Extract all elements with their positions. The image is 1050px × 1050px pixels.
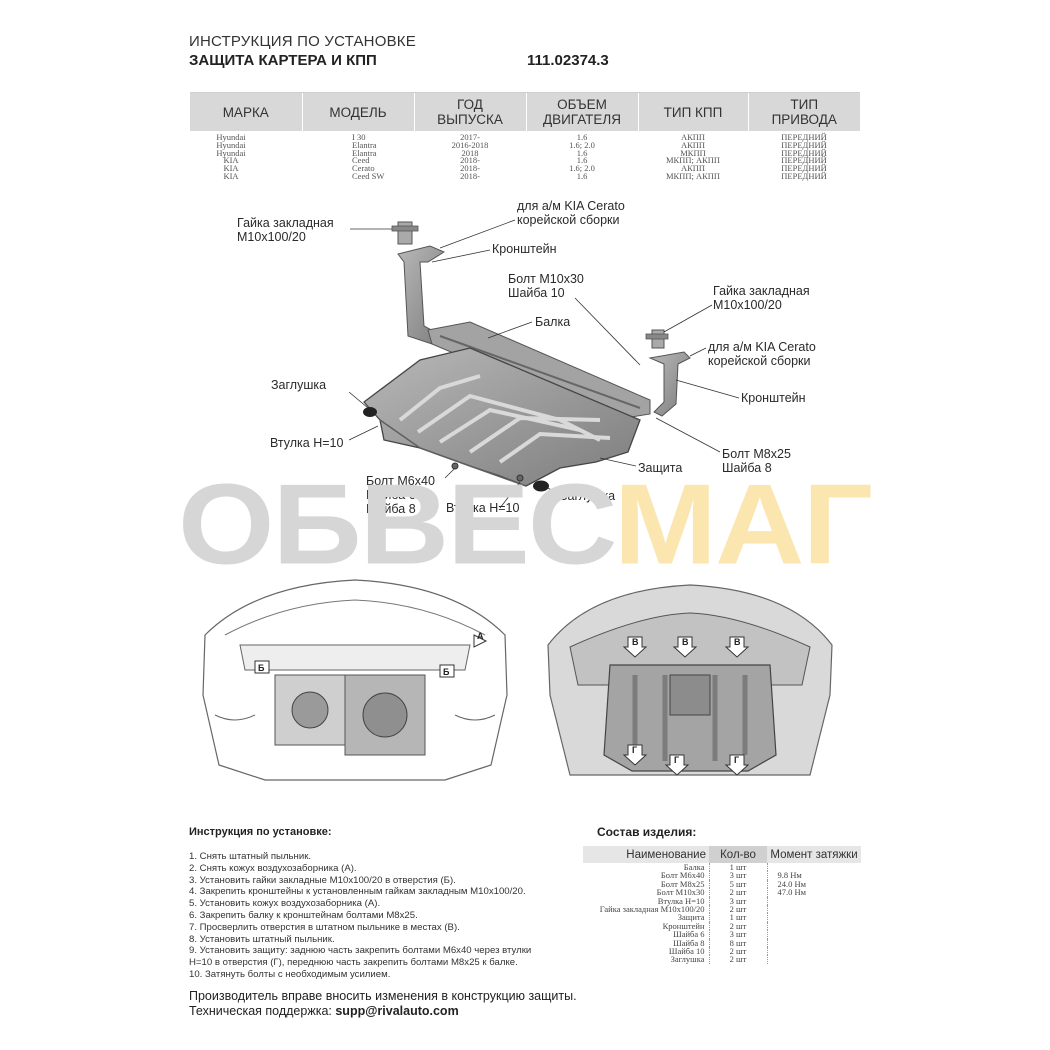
marker-a-left [473, 634, 488, 648]
list-item: 4. Закрепить кронштейны к установленным … [189, 886, 526, 898]
marker-g-label-2: Г [674, 755, 680, 765]
callout-bracket-left: Кронштейн [492, 242, 557, 256]
composition-table: Наименование Кол-во Момент затяжки Балка… [583, 846, 861, 964]
col-make: МАРКА [190, 92, 302, 131]
marker-b-left [254, 660, 455, 678]
underbody-view-engine [202, 579, 508, 781]
list-item: 5. Установить кожух воздухозаборника (А)… [189, 898, 381, 910]
callout-beam: Балка [535, 315, 571, 329]
marker-g-arrows [622, 744, 750, 776]
callout-guard: Защита [638, 461, 683, 475]
support-contact: Техническая поддержка: supp@rivalauto.co… [189, 1004, 459, 1018]
callout-sleeve-left: Втулка Н=10 [270, 436, 344, 450]
col-name: Наименование [583, 846, 709, 863]
list-item: 1. Снять штатный пыльник. [189, 851, 312, 862]
callout-sleeve-bottom: Втулка Н=10 [446, 501, 520, 515]
marker-v-label-1: В [632, 637, 639, 647]
doc-title-line1: ИНСТРУКЦИЯ ПО УСТАНОВКЕ [189, 33, 416, 50]
marker-v-label-2: В [682, 637, 689, 647]
composition-header-row: Наименование Кол-во Момент затяжки [583, 846, 861, 863]
watermark-logo: ОБВЕСМАГ [178, 461, 873, 589]
callout-plug-bottom: Заглушка [560, 489, 616, 503]
instructions-list: 1. Снять штатный пыльник.2. Снять кожух … [189, 851, 531, 981]
list-item: 3. Установить гайки закладные М10х100/20… [189, 874, 456, 886]
marker-b-label-left: Б [258, 663, 265, 673]
marker-b-label-right: Б [443, 667, 450, 677]
marker-v-label-3: В [734, 637, 741, 647]
marker-v-arrows [622, 636, 750, 658]
marker-a-label: А [477, 631, 484, 641]
support-email-link[interactable]: supp@rivalauto.com [335, 1004, 459, 1018]
marker-g-label-1: Г [632, 745, 638, 755]
list-item: 9. Установить защиту: заднюю часть закре… [189, 945, 532, 957]
callout-plug-left: Заглушка [271, 378, 327, 392]
leader-lines [348, 219, 740, 509]
callout-bracket-right: Кронштейн [741, 391, 806, 405]
col-qty: Кол-во [709, 846, 767, 863]
underbody-view-guard [547, 584, 833, 776]
instructions-title: Инструкция по установке: [189, 826, 332, 838]
col-gearbox: ТИП КПП [637, 92, 748, 131]
support-label: Техническая поддержка: [189, 1004, 332, 1018]
composition-title: Состав изделия: [597, 825, 697, 839]
col-torque: Момент затяжки [767, 846, 861, 863]
list-item: 10. Затянуть болты с необходимым усилием… [189, 968, 391, 980]
left-bracket-part [391, 221, 448, 345]
list-item: 8. Установить штатный пыльник. [189, 933, 335, 945]
list-item: 6. Закрепить балку к кронштейнам болтами… [189, 909, 418, 921]
guard-plate-part [363, 347, 641, 492]
manufacturer-notice: Производитель вправе вносить изменения в… [189, 989, 577, 1003]
marker-g-label-3: Г [734, 755, 740, 765]
article-number: 111.02374.3 [527, 52, 609, 69]
right-bracket-part [645, 329, 691, 417]
doc-title-line2: ЗАЩИТА КАРТЕРА И КПП [189, 52, 377, 69]
exploded-assembly-drawing [348, 219, 740, 509]
col-model: МОДЕЛЬ [301, 92, 414, 131]
list-item: 2. Снять кожух воздухозаборника (А). [189, 862, 357, 874]
list-item: Н=10 в отверстия (Г), переднюю часть зак… [189, 957, 518, 969]
beam-part [427, 321, 651, 421]
list-item: 7. Просверлить отверстия в штатном пыльн… [189, 921, 460, 933]
